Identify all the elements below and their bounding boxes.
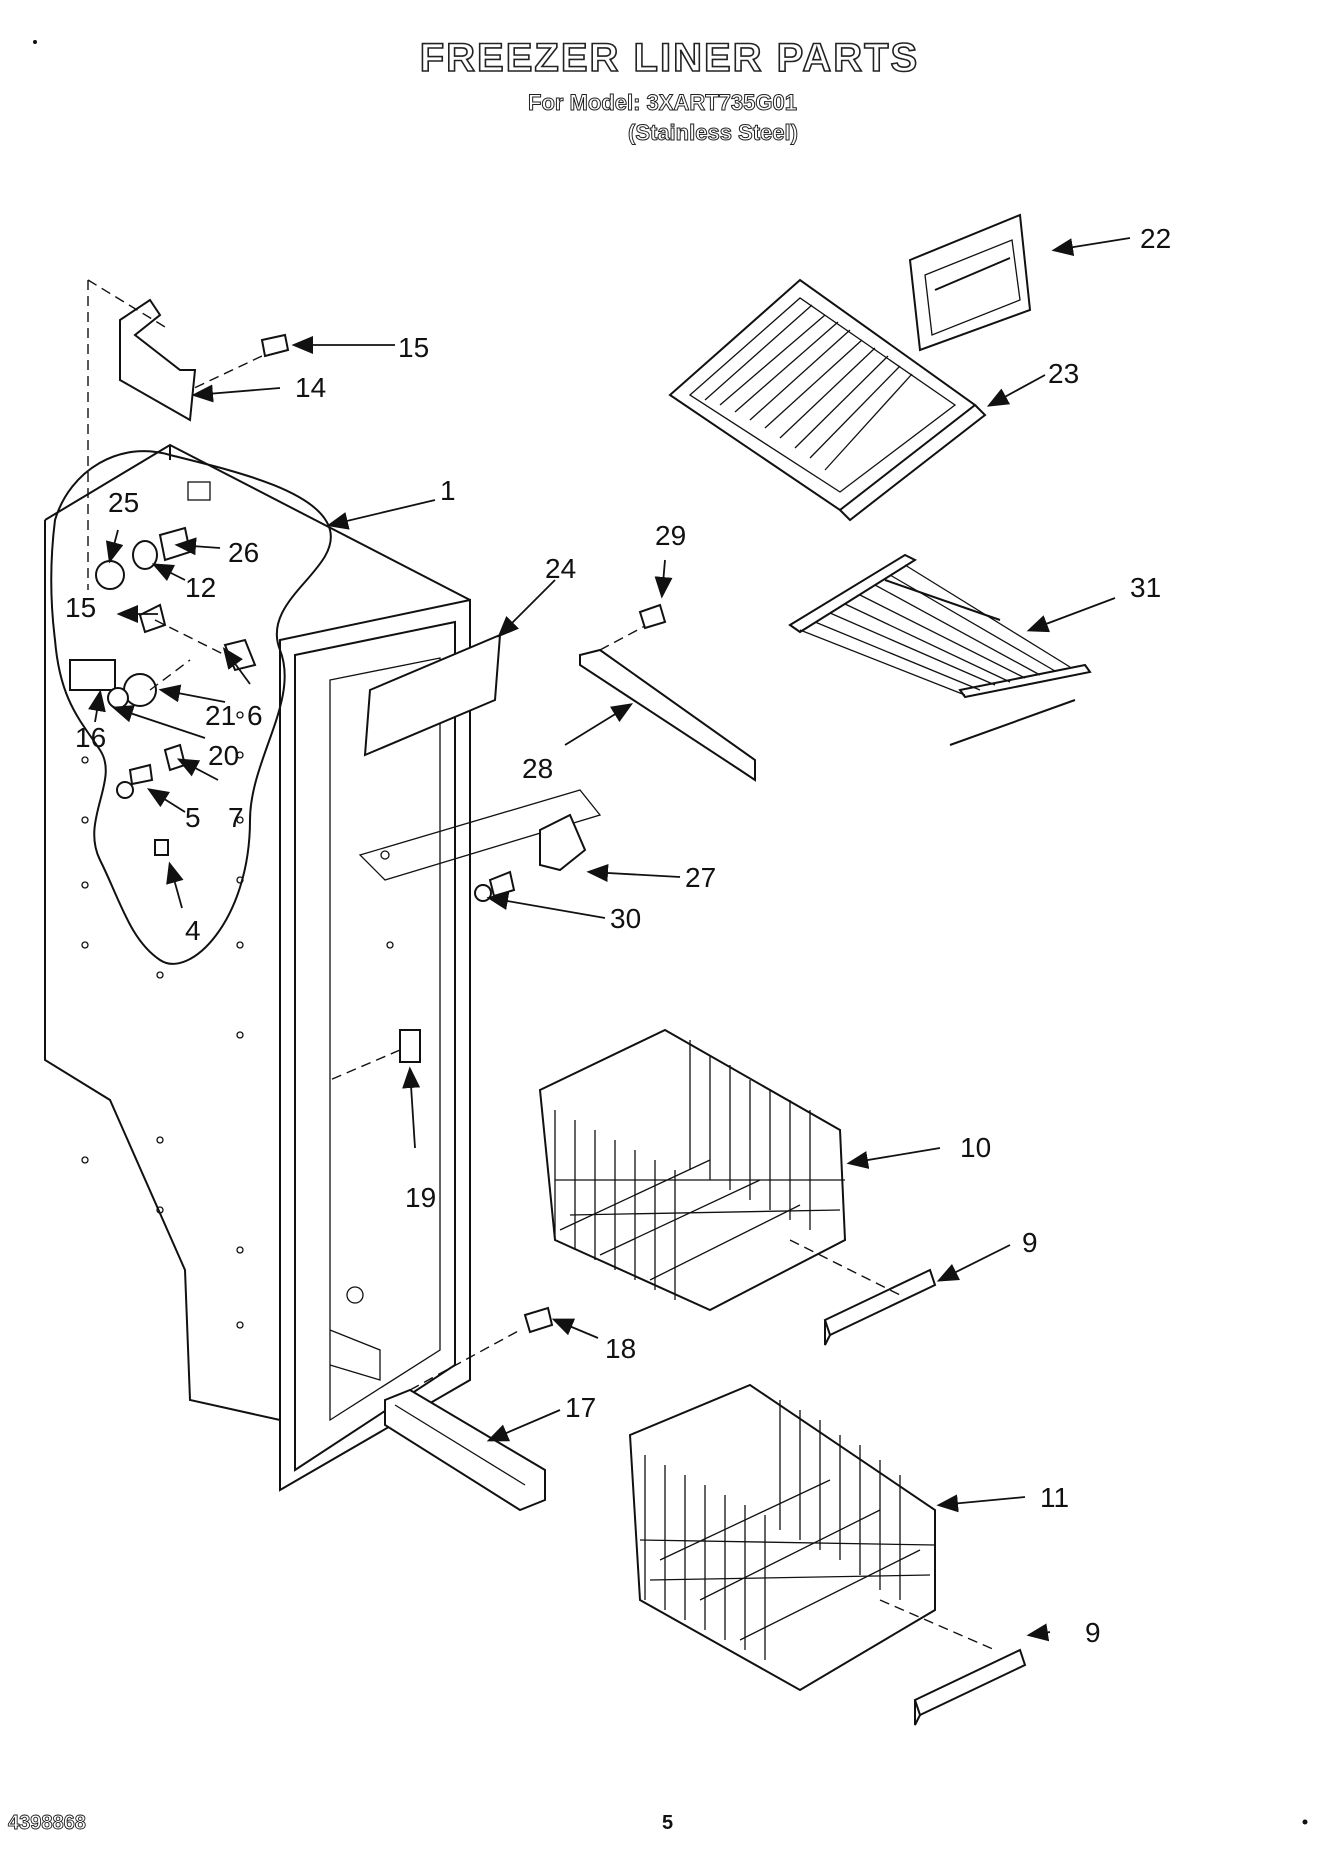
freezer-liner — [44, 443, 471, 1492]
callout-16: 16 — [75, 722, 106, 753]
trim-9-upper — [823, 1268, 937, 1346]
callout-19: 19 — [405, 1182, 436, 1213]
callout-labels: 22 23 15 14 1 25 26 12 24 29 31 15 21 6 … — [65, 223, 1171, 1648]
callout-24: 24 — [545, 553, 576, 584]
callout-10: 10 — [960, 1132, 991, 1163]
label-24 — [363, 633, 502, 757]
callout-9-upper: 9 — [1022, 1227, 1038, 1258]
trim-9-lower — [913, 1648, 1027, 1726]
document-number: 4398868 — [8, 1812, 87, 1835]
leader-lines — [88, 237, 1131, 1642]
scan-speck — [33, 40, 37, 44]
basket-11 — [628, 1383, 996, 1692]
wire-shelf-31 — [788, 553, 1092, 746]
pan-22 — [908, 213, 1032, 352]
callout-4: 4 — [185, 915, 201, 946]
callout-14: 14 — [295, 372, 326, 403]
bracket-14 — [87, 279, 197, 590]
callout-22: 22 — [1140, 223, 1171, 254]
bracket-28 — [579, 603, 756, 782]
screw-15-top — [189, 333, 290, 391]
callout-28: 28 — [522, 753, 553, 784]
callout-9-lower: 9 — [1085, 1617, 1101, 1648]
callout-30: 30 — [610, 903, 641, 934]
callout-5: 5 — [185, 802, 201, 833]
callout-27: 27 — [685, 862, 716, 893]
shelf-23 — [668, 278, 987, 522]
light-27 — [358, 789, 602, 902]
basket-10 — [538, 1028, 901, 1312]
callout-18: 18 — [605, 1333, 636, 1364]
page-number: 5 — [662, 1812, 674, 1834]
callout-29: 29 — [655, 520, 686, 551]
callout-25: 25 — [108, 487, 139, 518]
model-line: For Model: 3XART735G01 — [528, 90, 798, 116]
trim-17 — [384, 1306, 554, 1512]
switch-19 — [329, 1029, 421, 1081]
callout-23: 23 — [1048, 358, 1079, 389]
callout-11: 11 — [1040, 1482, 1069, 1513]
callout-17: 17 — [565, 1392, 596, 1423]
callout-1: 1 — [440, 475, 456, 506]
callout-12: 12 — [185, 572, 216, 603]
callout-20: 20 — [208, 740, 239, 771]
callout-15-left: 15 — [65, 592, 96, 623]
callout-31: 31 — [1130, 572, 1161, 603]
callout-7: 7 — [228, 802, 244, 833]
callout-26: 26 — [228, 537, 259, 568]
variant-line: (Stainless Steel) — [628, 120, 799, 146]
scan-speck — [1302, 1819, 1308, 1825]
callout-21: 21 — [205, 700, 236, 731]
callout-6: 6 — [247, 700, 263, 731]
callout-15-top: 15 — [398, 332, 429, 363]
page-title: FREEZER LINER PARTS — [419, 35, 920, 81]
